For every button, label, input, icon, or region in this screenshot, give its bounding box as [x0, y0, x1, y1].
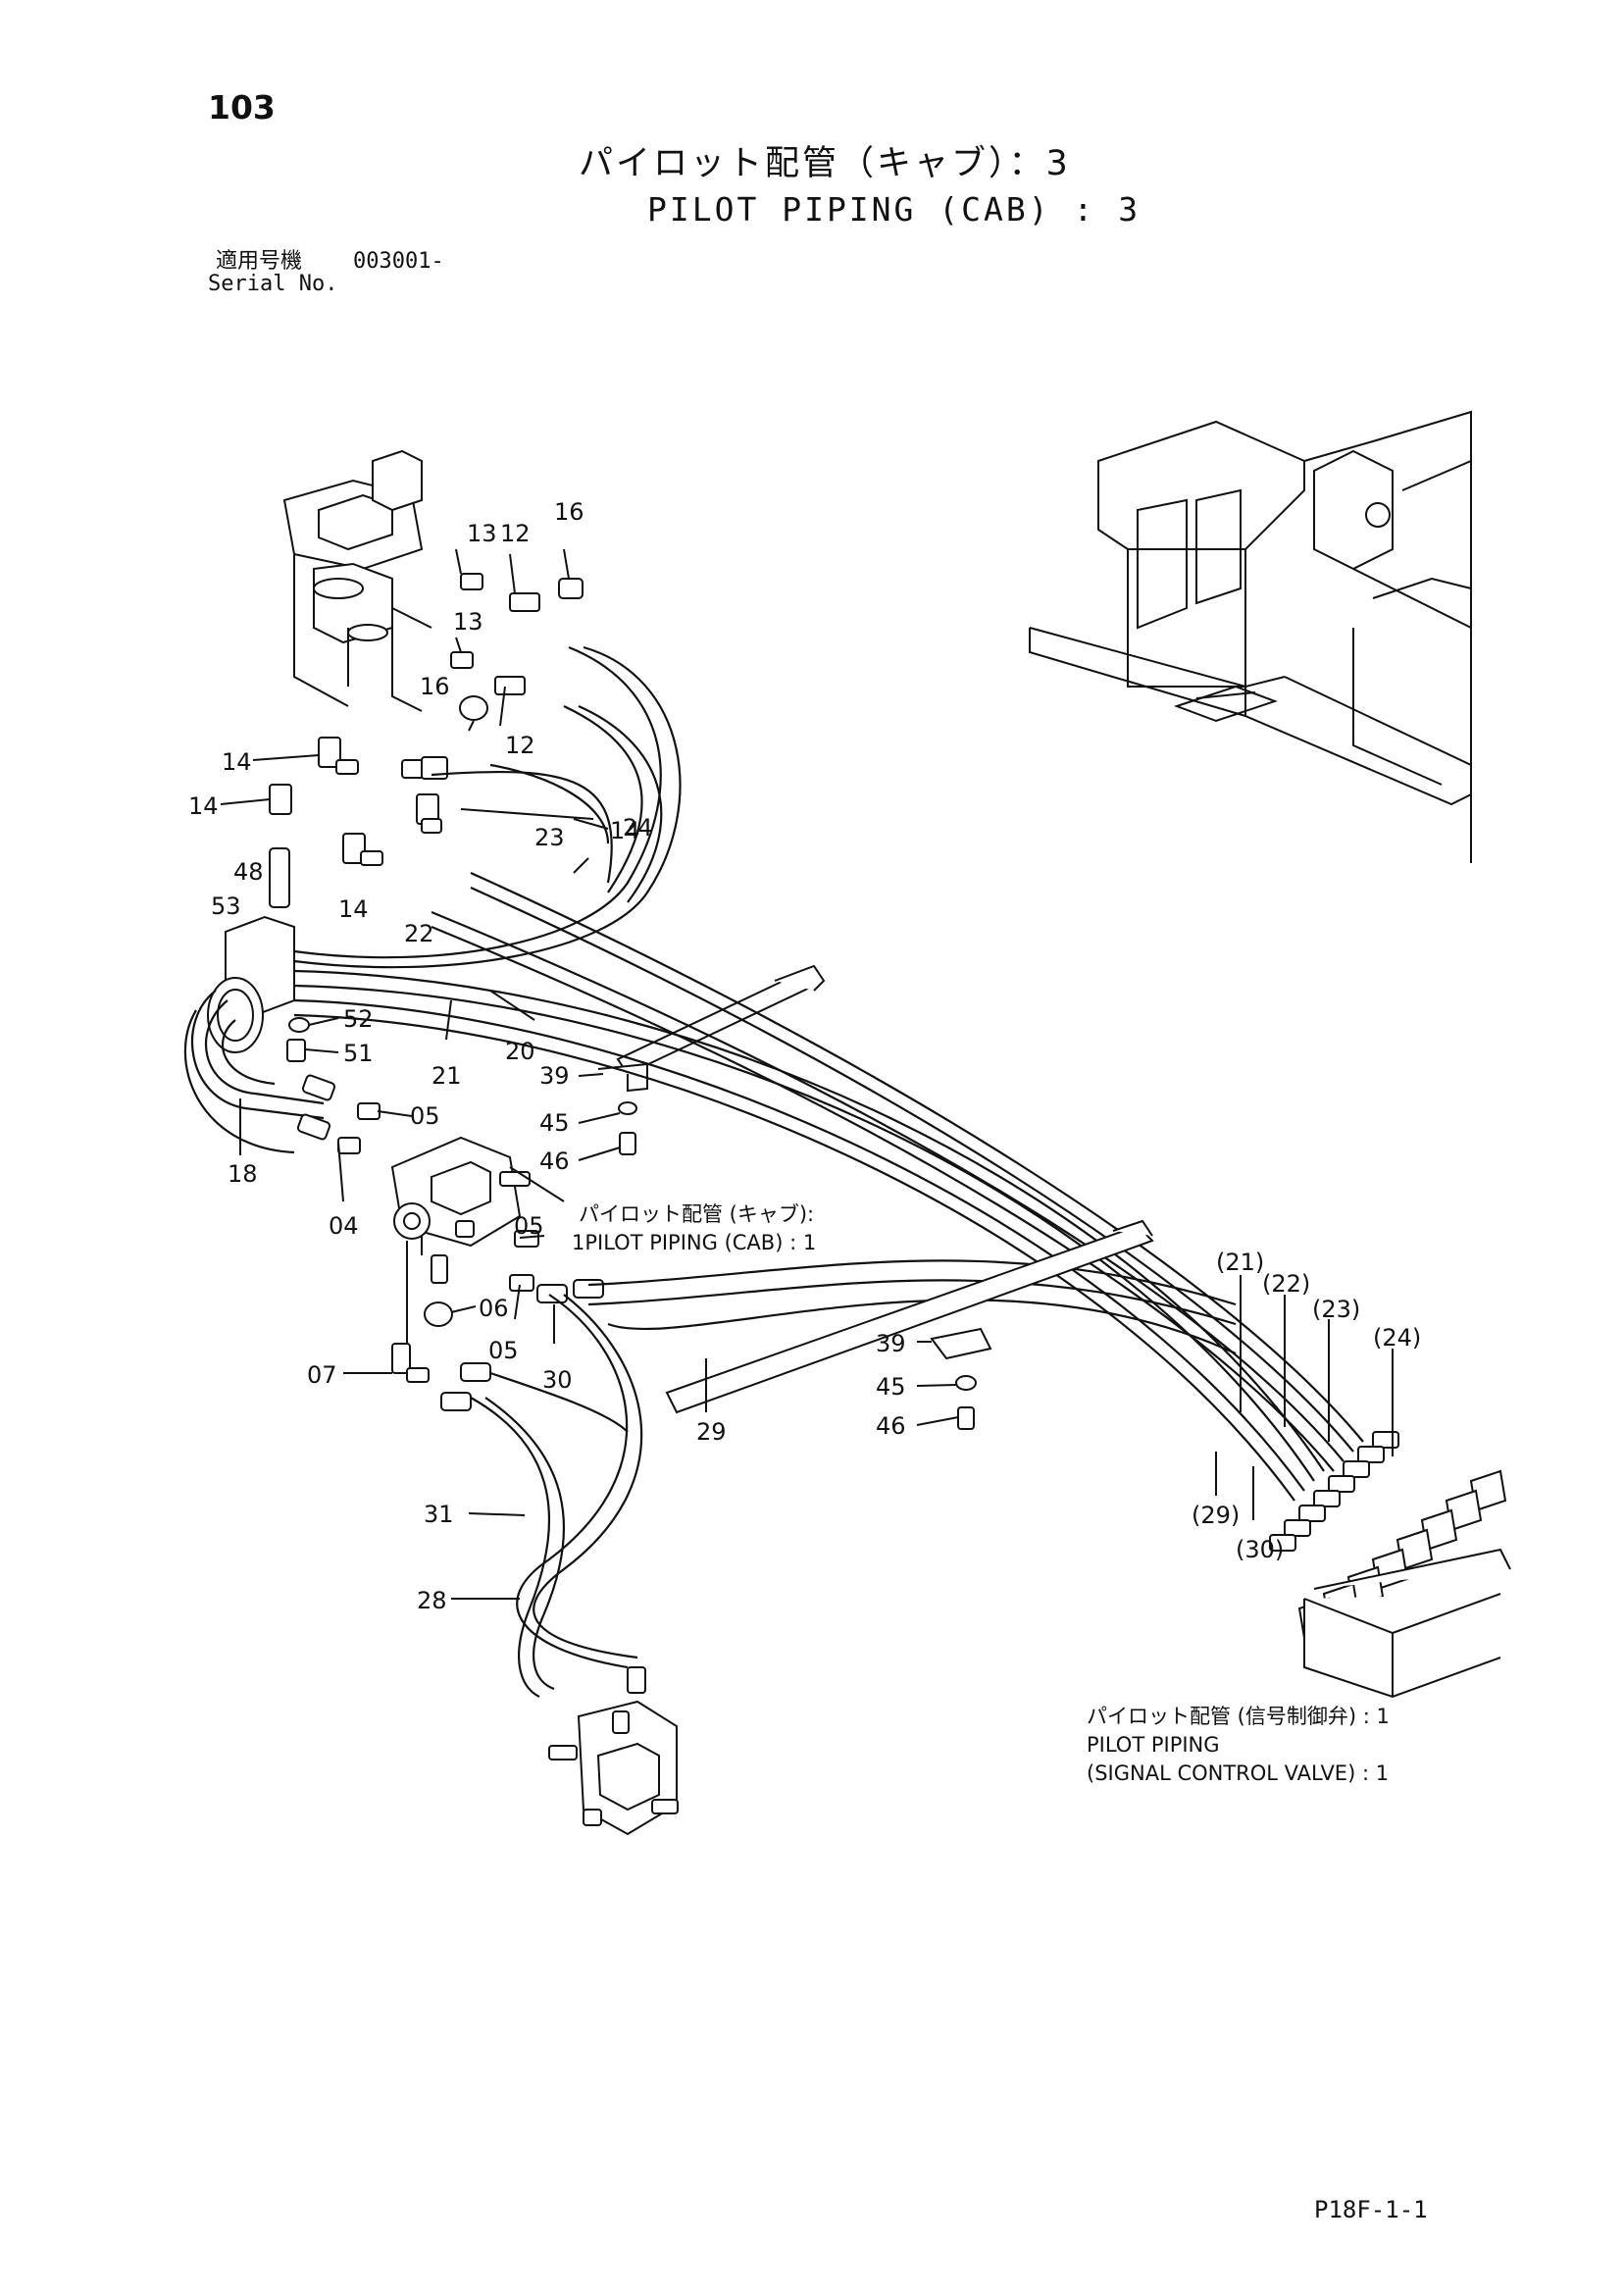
callout-31: 31	[424, 1501, 454, 1528]
hose-end-fittings-right	[1269, 1431, 1511, 1699]
hose-clamp-block	[207, 847, 310, 1062]
callout-45: 45	[876, 1373, 906, 1401]
callout-48: 48	[233, 858, 264, 886]
callout-45: 45	[539, 1109, 570, 1137]
callout-12: 12	[505, 732, 535, 759]
note-signal-ref-jp: パイロット配管 (信号制御弁) : 1	[1087, 1705, 1390, 1728]
callout-29: 29	[696, 1418, 727, 1446]
callout-20: 20	[505, 1038, 535, 1065]
callout-13: 13	[467, 520, 497, 547]
page-title-japanese: パイロット配管（キャブ）：3	[579, 144, 1071, 183]
callout-05: 05	[488, 1337, 519, 1364]
callout-39: 39	[876, 1330, 906, 1357]
callout-12: 12	[500, 520, 531, 547]
note-cab-ref-en: 1PILOT PIPING (CAB) : 1	[572, 1231, 816, 1254]
pilot-valve-cab	[282, 449, 432, 712]
callout-29-ref: (29)	[1192, 1502, 1240, 1529]
callout-24: 24	[623, 814, 653, 842]
callout-05: 05	[410, 1102, 440, 1130]
signal-control-valve	[390, 1136, 531, 1363]
callout-30-ref: (30)	[1236, 1536, 1284, 1563]
fittings-lower	[391, 1230, 604, 1411]
callout-06: 06	[479, 1295, 509, 1322]
callout-21: 21	[431, 1062, 462, 1090]
bracket-beam-lower	[665, 1219, 1154, 1430]
callout-52: 52	[343, 1005, 374, 1033]
callout-14: 14	[222, 748, 252, 776]
serial-number-value: 003001-	[353, 249, 444, 274]
note-signal-ref-en-2: (SIGNAL CONTROL VALVE) : 1	[1087, 1761, 1389, 1785]
callout-22-ref: (22)	[1262, 1270, 1310, 1298]
callout-28: 28	[417, 1587, 447, 1614]
leader-lines	[220, 548, 1394, 1600]
callout-13: 13	[453, 608, 483, 636]
callout-46: 46	[539, 1148, 570, 1175]
footer-code: P18F-1-1	[1314, 2196, 1428, 2223]
callout-14: 14	[610, 817, 640, 844]
callout-22: 22	[404, 920, 434, 947]
callout-46: 46	[876, 1412, 906, 1440]
callout-24-ref: (24)	[1373, 1324, 1421, 1352]
note-signal-ref-en-1: PILOT PIPING	[1087, 1733, 1220, 1757]
page-number: 103	[208, 88, 276, 127]
callout-07: 07	[307, 1361, 337, 1389]
bracket-beam-upper	[597, 964, 826, 1155]
callout-05: 05	[514, 1212, 544, 1240]
callout-04: 04	[329, 1212, 359, 1240]
callout-14: 14	[338, 895, 369, 923]
callout-14: 14	[188, 792, 219, 820]
callout-30: 30	[542, 1366, 573, 1394]
callout-16: 16	[420, 673, 450, 700]
callout-23: 23	[534, 824, 565, 851]
fittings-upper	[269, 573, 584, 866]
serial-label-english: Serial No.	[208, 272, 338, 296]
callout-39: 39	[539, 1062, 570, 1090]
hose-end-fittings-left	[296, 1074, 381, 1154]
serial-label-japanese: 適用号機	[216, 249, 303, 274]
signal-valve-bottom	[548, 1666, 679, 1836]
page-title-english: PILOT PIPING (CAB) : 3	[647, 190, 1142, 229]
callout-16: 16	[554, 498, 584, 526]
callout-53: 53	[211, 893, 241, 920]
callout-18: 18	[228, 1160, 258, 1188]
callout-23-ref: (23)	[1312, 1296, 1360, 1323]
hoses-lower	[470, 1259, 1237, 1698]
note-cab-ref-jp: パイロット配管 (キャブ):	[579, 1202, 814, 1226]
callout-51: 51	[343, 1040, 374, 1067]
callout-21-ref: (21)	[1216, 1249, 1264, 1276]
machine-cab-outline	[1029, 410, 1472, 863]
